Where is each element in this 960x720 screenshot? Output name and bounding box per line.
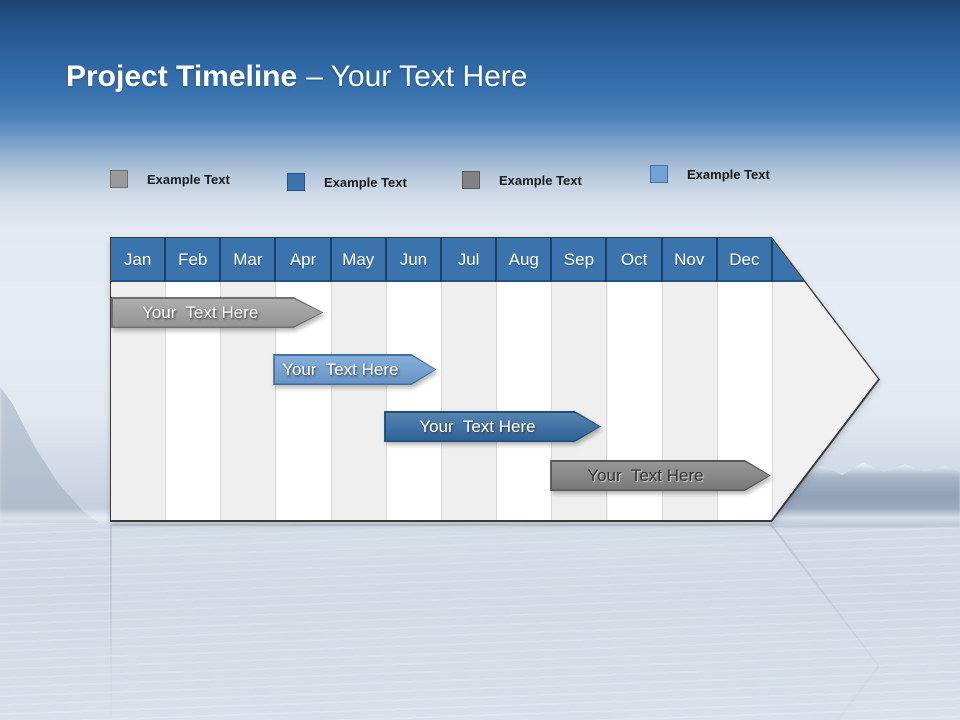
timeline-bar-fill [386, 413, 600, 441]
timeline-bar-label: Your Text Here [142, 302, 259, 322]
month-column-jun [386, 282, 442, 520]
timeline-bar-fill [113, 299, 322, 327]
timeline-bar-4: Your Text Here [550, 460, 771, 491]
month-column-may [331, 282, 387, 520]
legend-item-2: Example Text [287, 172, 407, 192]
month-header-oct: Oct [608, 238, 663, 282]
timeline-bar-2: Your Text Here [273, 354, 436, 385]
timeline-bar-3: Your Text Here [384, 411, 601, 442]
month-header-feb: Feb [166, 238, 222, 282]
legend-item-3: Example Text [462, 170, 582, 190]
timeline-bar-outline [111, 297, 323, 328]
table-reflection-outline [110, 524, 880, 720]
month-header-dec: Dec [718, 238, 773, 282]
month-header-jan: Jan [111, 238, 167, 282]
month-header-jun: Jun [387, 238, 442, 282]
legend-label: Example Text [147, 171, 230, 187]
legend-swatch-icon [110, 170, 128, 188]
month-header-sep: Sep [552, 238, 608, 282]
legend-label: Example Text [324, 174, 407, 190]
timeline-bar-label: Your Text Here [282, 359, 399, 379]
month-column-jul [442, 282, 498, 520]
month-header-apr: Apr [277, 238, 332, 282]
timeline-bar-1: Your Text Here [111, 297, 323, 328]
month-header-may: May [332, 238, 387, 282]
timeline-bar-fill [552, 462, 770, 490]
slide-title-bold: Project Timeline [66, 60, 298, 93]
month-header-jul: Jul [442, 238, 498, 282]
slide-title: Project Timeline– Your Text Here [66, 60, 527, 94]
legend-swatch-icon [287, 173, 305, 191]
slide-title-regular: – Your Text Here [306, 60, 528, 93]
legend-swatch-icon [650, 165, 668, 183]
month-column-aug [497, 282, 553, 520]
month-header-aug: Aug [497, 238, 553, 282]
timeline-bar-label: Your Text Here [419, 416, 536, 436]
legend-label: Example Text [687, 166, 770, 182]
background-water [0, 524, 960, 720]
legend-item-4: Example Text [650, 164, 770, 184]
timeline-bar-label: Your Text Here [587, 465, 704, 485]
timeline-bar-outline [384, 411, 601, 442]
timeline-bar-fill [275, 356, 435, 384]
legend-swatch-icon [462, 171, 480, 189]
legend-item-1: Example Text [110, 169, 230, 189]
month-header-mar: Mar [221, 238, 277, 282]
table-reflection [110, 524, 880, 720]
month-header-nov: Nov [663, 238, 718, 282]
timeline-bar-outline [273, 354, 436, 385]
legend-label: Example Text [499, 172, 582, 188]
timeline-bar-outline [550, 460, 771, 491]
table-reflection-fill [111, 525, 878, 720]
